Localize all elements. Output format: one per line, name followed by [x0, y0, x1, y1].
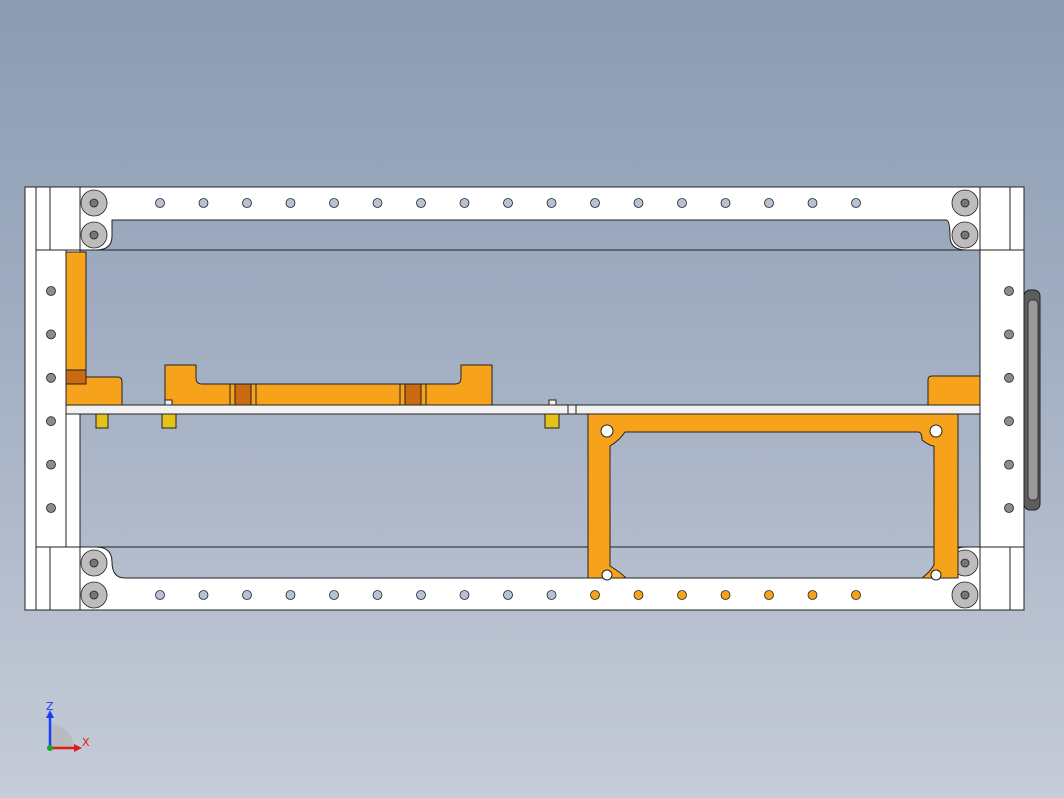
rail-hole — [416, 198, 426, 208]
corner-screw-center — [960, 590, 970, 600]
left-orange-bracket[interactable] — [65, 251, 123, 406]
triad-x-label: X — [82, 736, 90, 749]
side-hole — [46, 329, 56, 340]
side-hole — [46, 372, 56, 383]
rail-hole — [242, 590, 252, 600]
side-hole — [1004, 503, 1014, 513]
rail-hole — [372, 590, 383, 600]
rail-hole — [677, 590, 687, 600]
side-hole — [1004, 372, 1014, 383]
top-rail-holes — [155, 198, 861, 208]
rail-hole — [372, 198, 383, 208]
rail-hole — [851, 198, 861, 208]
rail-hole — [633, 590, 644, 600]
rail-hole — [242, 198, 252, 208]
corner-screw-center — [89, 198, 99, 208]
right-side-plate[interactable] — [979, 186, 1025, 611]
side-hole — [1004, 416, 1014, 427]
corner-screw-center — [89, 230, 99, 240]
rail-hole — [198, 590, 209, 600]
rail-hole — [155, 198, 165, 208]
rail-hole — [416, 590, 426, 600]
side-hole — [46, 503, 56, 513]
side-hole — [46, 286, 56, 296]
rail-hole — [590, 198, 600, 208]
side-hole — [46, 459, 56, 470]
rail-hole — [546, 198, 557, 208]
corner-screw-center — [960, 230, 970, 240]
front-handle[interactable] — [1023, 289, 1041, 511]
corner-screw-center — [89, 558, 99, 568]
rail-hole — [720, 198, 731, 208]
center-orange-bracket[interactable] — [164, 364, 493, 406]
rail-hole — [677, 198, 687, 208]
rail-hole — [503, 590, 513, 600]
side-hole — [1004, 329, 1014, 340]
rail-hole — [503, 198, 513, 208]
side-hole — [46, 416, 56, 427]
rail-hole — [546, 590, 557, 600]
corner-screw-center — [89, 590, 99, 600]
rail-hole — [285, 590, 296, 600]
rail-hole — [285, 198, 296, 208]
left-side-holes — [46, 286, 56, 513]
rail-hole — [459, 198, 470, 208]
rail-hole — [764, 590, 774, 600]
rail-hole — [764, 198, 774, 208]
lower-orange-frame[interactable] — [587, 413, 959, 581]
rail-hole — [851, 590, 861, 600]
rail-hole — [590, 590, 600, 600]
side-hole — [1004, 286, 1014, 296]
side-hole — [1004, 459, 1014, 470]
bottom-rail-holes — [155, 590, 861, 600]
rail-hole — [155, 590, 165, 600]
coordinate-triad: Z X — [46, 700, 90, 752]
corner-screws — [80, 189, 979, 609]
rail-hole — [807, 198, 818, 208]
right-side-holes — [1004, 286, 1014, 513]
corner-screw-center — [960, 198, 970, 208]
rail-hole — [459, 590, 470, 600]
right-orange-bracket[interactable] — [927, 375, 981, 406]
mounting-plate[interactable] — [65, 404, 981, 415]
rail-hole — [720, 590, 731, 600]
triad-z-label: Z — [46, 700, 54, 713]
rail-hole — [198, 198, 209, 208]
rail-hole — [807, 590, 818, 600]
standoffs — [95, 399, 560, 429]
rail-hole — [329, 198, 339, 208]
rail-hole — [633, 198, 644, 208]
corner-screw-center — [960, 558, 970, 568]
rail-hole — [329, 590, 339, 600]
